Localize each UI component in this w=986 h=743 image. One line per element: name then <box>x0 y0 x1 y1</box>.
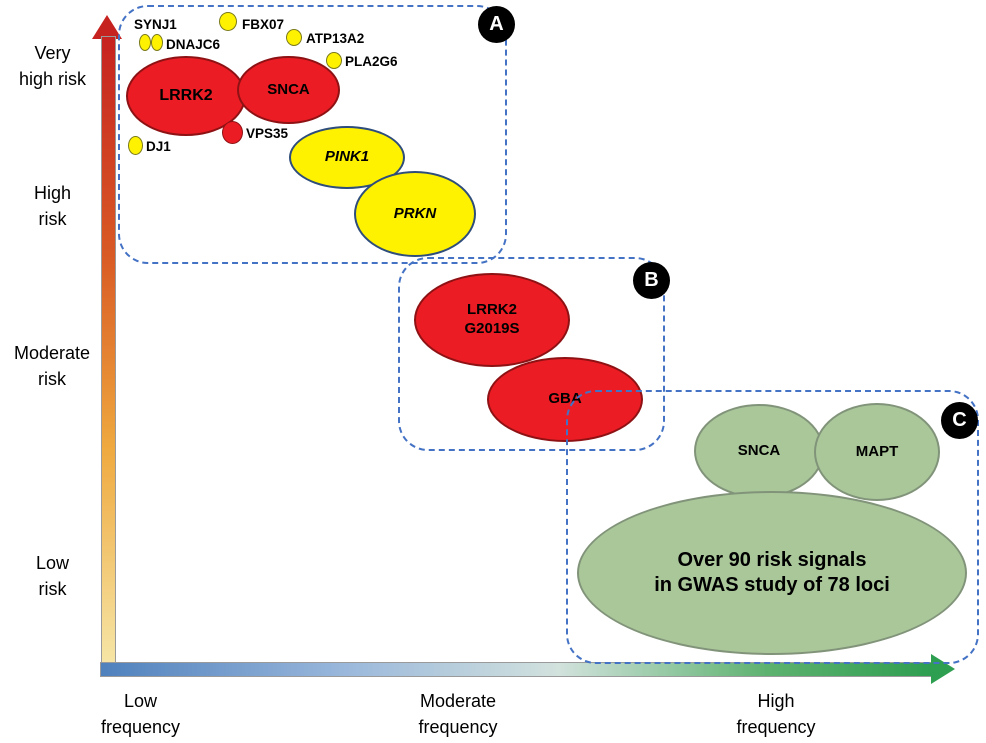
ellipse-lrrk2-g2019s: LRRK2 G2019S <box>414 273 570 367</box>
ellipse-gwas-signals: Over 90 risk signals in GWAS study of 78… <box>577 491 967 655</box>
marker-dj1-icon <box>128 136 143 155</box>
marker-synj1-icon <box>139 34 151 51</box>
group-b-region <box>398 257 665 451</box>
marker-label-pla2g6: PLA2G6 <box>345 54 398 69</box>
y-axis-arrow <box>101 36 116 670</box>
marker-fbx07-icon <box>219 12 237 31</box>
x-label-moderate-frequency: Moderate frequency <box>418 691 498 738</box>
group-a-badge: A <box>478 6 515 43</box>
x-axis-arrow <box>100 662 934 677</box>
group-b-badge: B <box>633 262 670 299</box>
group-c-region <box>566 390 979 664</box>
ellipse-snca-a: SNCA <box>237 56 340 124</box>
marker-atp13a2-icon <box>286 29 302 46</box>
group-a-region <box>118 5 507 264</box>
marker-label-fbx07: FBX07 <box>242 17 285 32</box>
marker-label-dnajc6: DNAJC6 <box>166 37 221 52</box>
ellipse-gba: GBA <box>487 357 643 442</box>
x-label-low-frequency: Low frequency <box>100 691 181 738</box>
marker-label-synj1: SYNJ1 <box>134 17 177 32</box>
ellipse-mapt: MAPT <box>814 403 940 501</box>
ellipse-snca-c: SNCA <box>694 404 824 498</box>
x-label-high-frequency: High frequency <box>736 691 816 738</box>
marker-label-vps35: VPS35 <box>246 126 289 141</box>
y-label-high-risk: High risk <box>33 183 72 230</box>
marker-dnajc6-icon <box>151 34 163 51</box>
ellipse-prkn: PRKN <box>354 171 476 257</box>
marker-label-atp13a2: ATP13A2 <box>306 31 365 46</box>
y-axis-arrowhead-icon <box>92 15 122 39</box>
marker-label-dj1: DJ1 <box>146 139 171 154</box>
marker-vps35-icon <box>222 121 243 144</box>
y-label-low-risk: Low risk <box>35 553 70 600</box>
group-c-badge: C <box>941 402 978 439</box>
y-label-moderate-risk: Moderate risk <box>13 343 91 390</box>
y-label-very-high-risk: Very high risk <box>18 43 87 90</box>
marker-pla2g6-icon <box>326 52 342 69</box>
